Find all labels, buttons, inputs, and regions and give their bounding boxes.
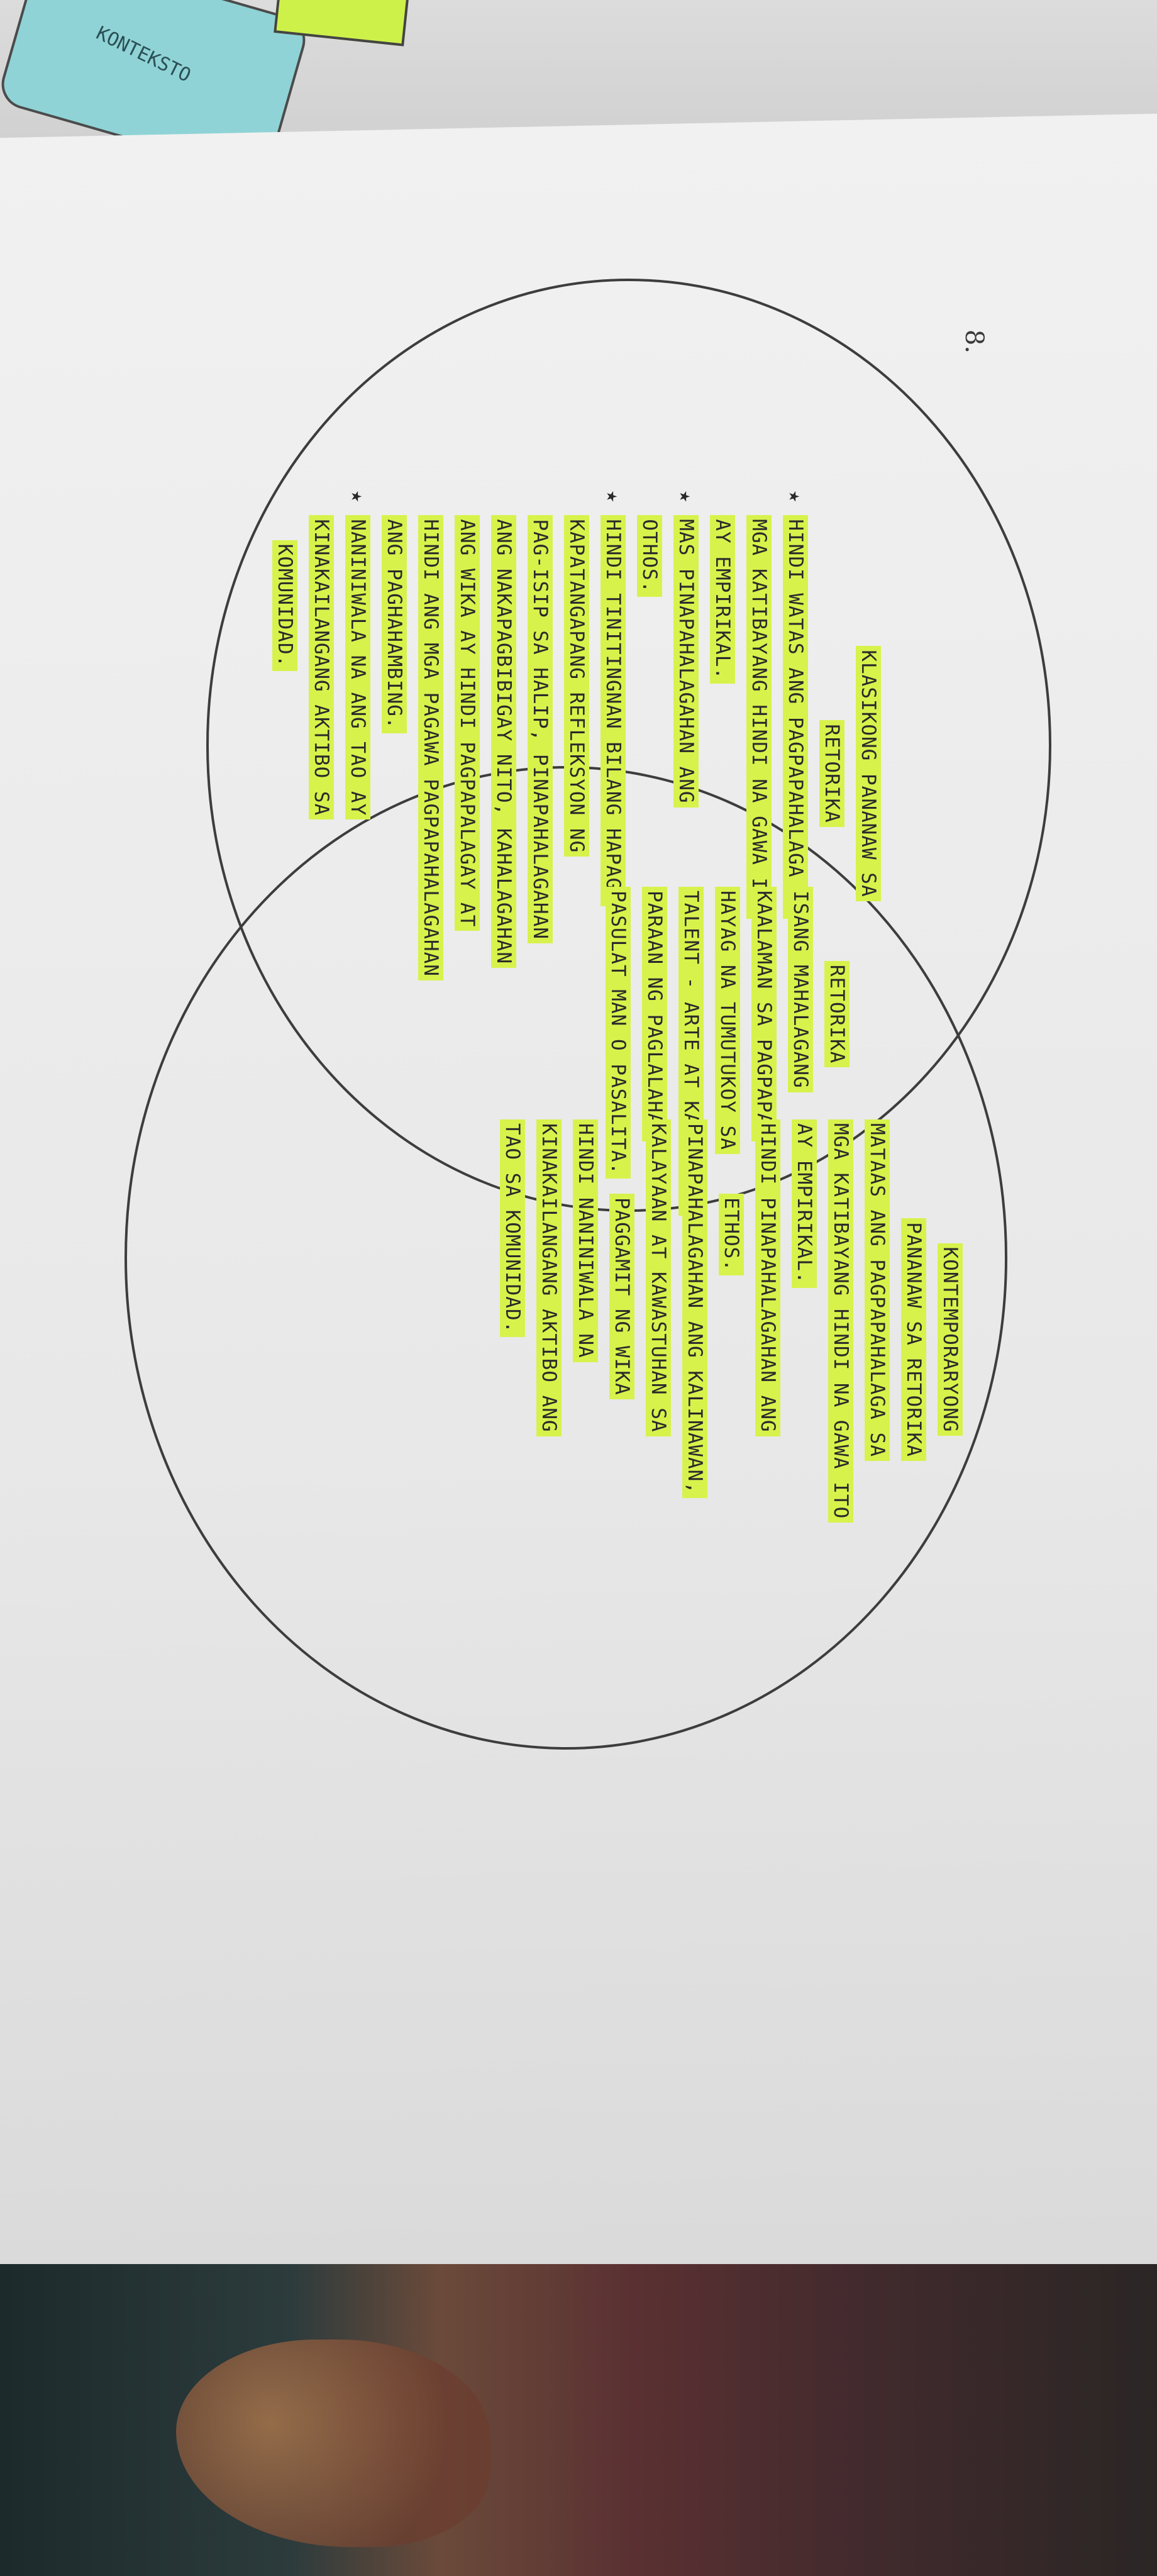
left-item: HINDI TINITINGNAN BILANG HAPAG- bbox=[601, 515, 626, 906]
right-circle-title: PANANAW SA RETORIKA bbox=[901, 1218, 926, 1461]
left-item: HINDI ANG MGA PAGAWA PAGPAPAHALAGAHAN bbox=[418, 515, 443, 980]
overlap-item: HAYAG NA TUMUTUKOY SA bbox=[715, 887, 740, 1154]
overlap-item: PARAAN NG PAGLALAHAD bbox=[642, 887, 667, 1142]
left-item: PAG-ISIP SA HALIP, PINAPAHALAGAHAN bbox=[528, 515, 553, 943]
left-item: MAS PINAPAHALAGAHAN ANG bbox=[673, 515, 699, 808]
left-circle-title: RETORIKA bbox=[819, 720, 844, 827]
left-item: ANG PAGHAHAMBING. bbox=[382, 515, 407, 733]
right-item: HINDI PINAPAHALAGAHAN ANG bbox=[755, 1119, 780, 1436]
right-item: AY EMPIRIKAL. bbox=[792, 1119, 817, 1288]
left-circle-title: KLASIKONG PANANAW SA bbox=[856, 646, 881, 901]
right-item: MGA KATIBAYANG HINDI NA GAWA ITO bbox=[828, 1119, 853, 1523]
left-item: NANINIWALA NA ANG TAO AY bbox=[345, 515, 370, 820]
left-item: AY EMPIRIKAL. bbox=[710, 515, 735, 684]
left-item: ANG WIKA AY HINDI PAGPAPALAGAY AT bbox=[455, 515, 480, 931]
right-item: ETHOS. bbox=[719, 1193, 744, 1275]
right-item: KINAKAILANGANG AKTIBO ANG bbox=[536, 1119, 562, 1436]
overlap-title: RETORIKA bbox=[824, 960, 850, 1068]
left-item: ANG NAKAPAGBIBIGAY NITO, KAHALAGAHAN bbox=[491, 515, 516, 969]
right-item: HINDI NANINIWALA NA bbox=[573, 1119, 598, 1362]
right-item: PINAPAHALAGAHAN ANG KALINAWAN, bbox=[682, 1119, 707, 1498]
left-item: MGA KATIBAYANG HINDI NA GAWA ITO bbox=[746, 515, 772, 919]
left-item: OTHOS. bbox=[637, 515, 662, 597]
right-item: TAO SA KOMUNIDAD. bbox=[500, 1119, 525, 1338]
right-circle-text: KONTEMPORARYONG PANANAW SA RETORIKA MATA… bbox=[494, 1119, 968, 1560]
fabric-floral-pattern bbox=[176, 2340, 490, 2547]
right-item: MATAAS ANG PAGPAPAHALAGA SA bbox=[865, 1119, 890, 1461]
overlap-item: ISANG MAHALAGANG bbox=[788, 887, 813, 1092]
right-item: PAGGAMIT NG WIKA bbox=[609, 1193, 634, 1399]
fabric-background bbox=[0, 2264, 1157, 2576]
left-item: KINAKAILANGANG AKTIBO SA bbox=[309, 515, 334, 820]
right-item: KALAYAAN AT KAWASTUHAN SA bbox=[646, 1119, 671, 1436]
left-item: KOMUNIDAD. bbox=[272, 540, 297, 672]
right-circle-title: KONTEMPORARYONG bbox=[938, 1243, 963, 1436]
left-item: HINDI WATAS ANG PAGPAPAHALAGA SA bbox=[783, 515, 808, 919]
left-item: KAPATANGAPANG REFLEKSYON NG bbox=[564, 515, 589, 857]
overlap-item: KAALAMAN SA PAGPAPA- bbox=[751, 887, 777, 1142]
